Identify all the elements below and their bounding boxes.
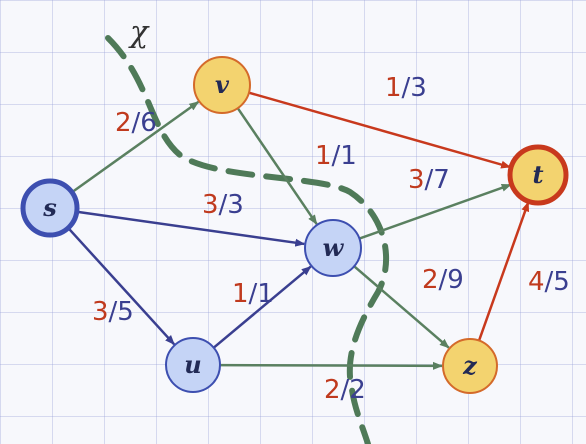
edge-w-t bbox=[358, 183, 512, 240]
node-circle-v bbox=[193, 56, 251, 114]
node-circle-z bbox=[442, 338, 498, 394]
edge-label-w-t: 3/7 bbox=[408, 165, 450, 195]
edge-flow-w-t: 3 bbox=[408, 165, 425, 195]
edge-flow-s-w: 3 bbox=[202, 190, 219, 220]
edge-flow-u-z: 2 bbox=[324, 375, 341, 405]
edge-flow-s-v: 2 bbox=[115, 108, 132, 138]
edge-capacity-v-t: /3 bbox=[402, 73, 427, 103]
node-t: t bbox=[507, 144, 569, 206]
node-circle-w bbox=[304, 219, 362, 277]
edge-v-w bbox=[236, 107, 318, 225]
node-label-v: v bbox=[215, 70, 230, 99]
edge-s-v bbox=[71, 100, 200, 194]
node-label-w: w bbox=[323, 233, 345, 262]
node-label-t: t bbox=[532, 160, 543, 189]
edge-capacity-s-w: /3 bbox=[219, 190, 244, 220]
edge-s-w bbox=[76, 210, 306, 247]
edge-label-u-w: 1/1 bbox=[232, 279, 274, 309]
edge-flow-u-w: 1 bbox=[232, 279, 249, 309]
edge-label-z-t: 4/5 bbox=[528, 267, 570, 297]
cut-line bbox=[105, 35, 390, 444]
edge-flow-v-w: 1 bbox=[315, 141, 332, 171]
node-circle-t bbox=[507, 144, 569, 206]
edge-label-u-z: 2/2 bbox=[324, 375, 366, 405]
node-label-z: z bbox=[462, 351, 478, 380]
node-label-u: u bbox=[184, 350, 201, 379]
edge-v-t bbox=[248, 91, 512, 169]
edge-capacity-s-u: /5 bbox=[109, 297, 134, 327]
edge-capacity-w-t: /7 bbox=[425, 165, 450, 195]
node-label-s: s bbox=[42, 193, 57, 222]
node-z: z bbox=[442, 338, 498, 394]
edge-label-s-w: 3/3 bbox=[202, 190, 244, 220]
edge-capacity-z-t: /5 bbox=[545, 267, 570, 297]
node-circle-u bbox=[165, 337, 221, 393]
node-s: s bbox=[20, 178, 80, 238]
node-v: v bbox=[193, 56, 251, 114]
edge-label-s-v: 2/6 bbox=[115, 108, 157, 138]
edge-label-w-z: 2/9 bbox=[422, 265, 464, 295]
node-w: w bbox=[304, 219, 362, 277]
edge-z-t bbox=[477, 201, 530, 341]
edge-capacity-v-w: /1 bbox=[332, 141, 357, 171]
edge-flow-z-t: 4 bbox=[528, 267, 545, 297]
edge-w-z bbox=[353, 265, 450, 349]
edge-label-v-t: 1/3 bbox=[385, 73, 427, 103]
edge-u-z bbox=[219, 361, 444, 370]
edge-capacity-u-w: /1 bbox=[249, 279, 274, 309]
edge-s-u bbox=[67, 227, 176, 346]
edge-flow-w-z: 2 bbox=[422, 265, 439, 295]
edge-flow-s-u: 3 bbox=[92, 297, 109, 327]
edge-capacity-w-z: /9 bbox=[439, 265, 464, 295]
edge-flow-v-t: 1 bbox=[385, 73, 402, 103]
edge-capacity-u-z: /2 bbox=[341, 375, 366, 405]
edge-u-w bbox=[212, 265, 312, 349]
edge-label-s-u: 3/5 bbox=[92, 297, 134, 327]
node-circle-s bbox=[20, 178, 80, 238]
cut-label: χ bbox=[128, 15, 150, 50]
edge-capacity-s-v: /6 bbox=[132, 108, 157, 138]
node-u: u bbox=[165, 337, 221, 393]
edge-label-v-w: 1/1 bbox=[315, 141, 357, 171]
